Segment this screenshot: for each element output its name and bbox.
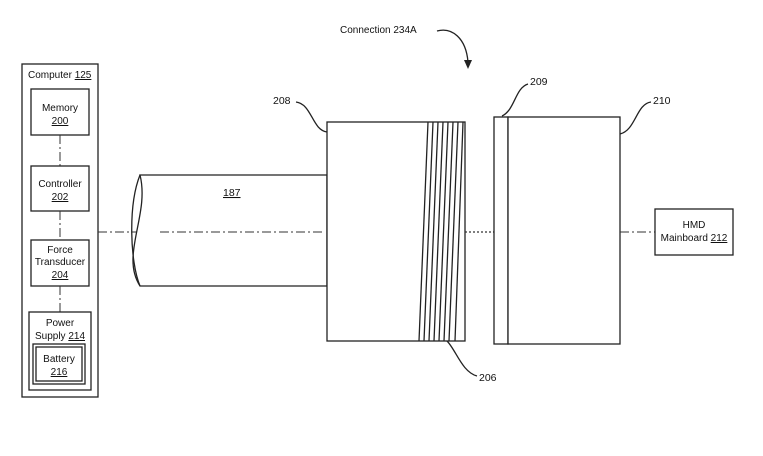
battery-ref: 216	[51, 367, 68, 378]
leader-209	[502, 84, 528, 116]
leader-208	[296, 102, 327, 132]
connection-arrow	[437, 30, 468, 62]
computer-title: Computer 125	[28, 70, 92, 81]
connection-arrowhead	[464, 60, 472, 69]
hmd-label-2: Mainboard 212	[661, 233, 728, 244]
connector-body-208	[327, 122, 465, 341]
hmd-label-1: HMD	[683, 220, 706, 231]
plate-209	[494, 117, 508, 344]
receptacle-210	[508, 117, 620, 344]
memory-label: Memory	[42, 103, 78, 114]
ref-206: 206	[479, 372, 497, 384]
controller-label: Controller	[38, 179, 82, 190]
force-transducer-ref: 204	[52, 270, 69, 281]
leader-206	[447, 341, 477, 376]
power-supply-label-1: Power	[46, 318, 75, 329]
connection-label: Connection 234A	[340, 25, 417, 36]
ref-210: 210	[653, 95, 671, 107]
hmd-mainboard-box	[655, 209, 733, 255]
battery-label: Battery	[43, 354, 75, 365]
cable-ref: 187	[223, 187, 241, 199]
ref-208: 208	[273, 95, 291, 107]
force-transducer-label-2: Transducer	[35, 257, 86, 268]
ref-209: 209	[530, 76, 548, 88]
leader-210	[620, 102, 651, 134]
force-transducer-label-1: Force	[47, 245, 73, 256]
power-supply-label-2: Supply 214	[35, 331, 85, 342]
controller-ref: 202	[52, 192, 69, 203]
memory-ref: 200	[52, 116, 69, 127]
